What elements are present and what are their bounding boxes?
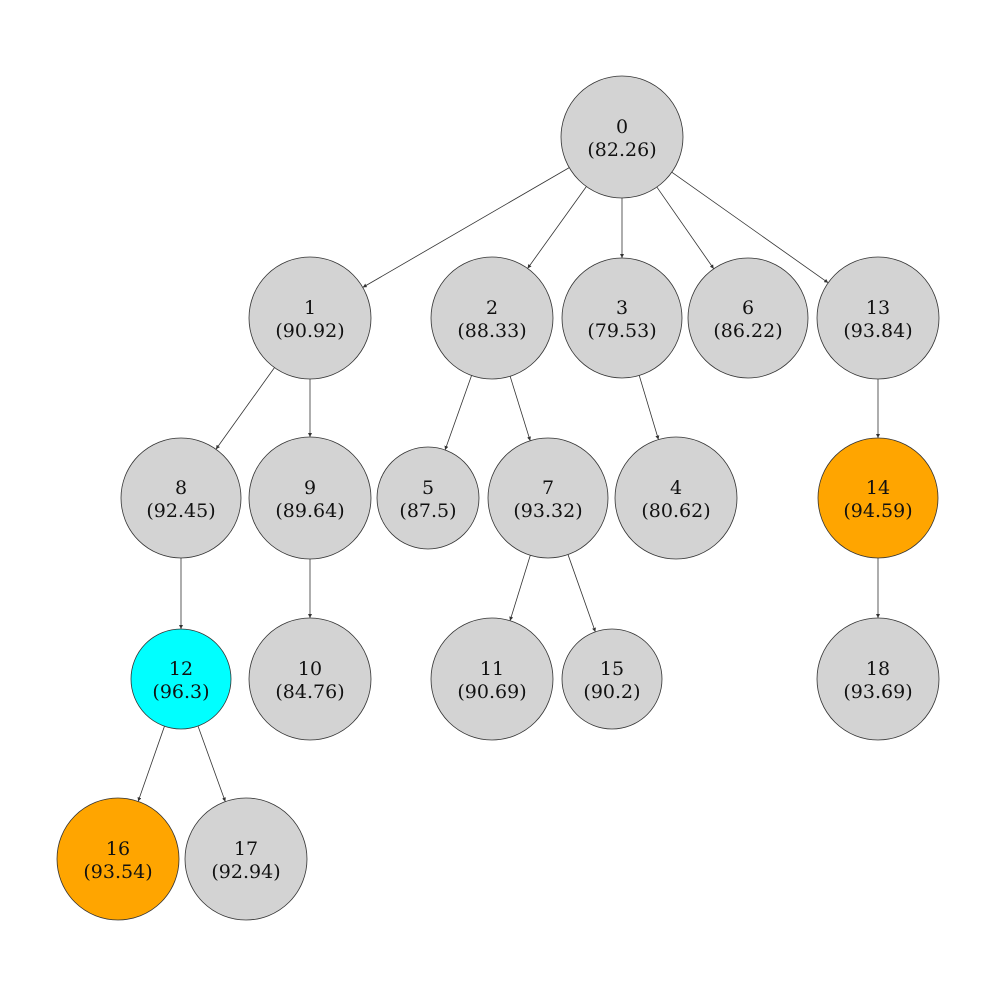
node-circle bbox=[816, 256, 940, 380]
node-4: 4(80.62) bbox=[614, 436, 738, 560]
node-label: 4 bbox=[670, 477, 682, 499]
node-label: 18 bbox=[866, 658, 890, 680]
node-12: 12(96.3) bbox=[130, 628, 232, 730]
node-label: 13 bbox=[866, 297, 890, 319]
edge-1-8 bbox=[215, 367, 275, 450]
node-value: (79.53) bbox=[587, 320, 656, 342]
node-label: 15 bbox=[600, 658, 624, 680]
node-circle bbox=[817, 437, 939, 559]
node-7: 7(93.32) bbox=[487, 437, 609, 559]
edge-7-11 bbox=[509, 555, 531, 621]
node-circle bbox=[561, 628, 663, 730]
node-0: 0(82.26) bbox=[560, 75, 684, 199]
node-value: (90.92) bbox=[275, 320, 344, 342]
node-value: (87.5) bbox=[399, 500, 456, 522]
node-circle bbox=[430, 617, 554, 741]
edge-2-5 bbox=[444, 375, 472, 451]
node-value: (96.3) bbox=[152, 681, 209, 703]
node-value: (84.76) bbox=[275, 681, 344, 703]
node-16: 16(93.54) bbox=[56, 797, 180, 921]
edge-2-7 bbox=[509, 376, 531, 441]
node-label: 16 bbox=[106, 838, 130, 860]
nodes-layer: 0(82.26)1(90.92)2(88.33)3(79.53)6(86.22)… bbox=[56, 75, 940, 921]
edge-12-16 bbox=[137, 726, 165, 802]
node-circle bbox=[130, 628, 232, 730]
node-circle bbox=[560, 75, 684, 199]
edge-0-13 bbox=[671, 171, 829, 284]
edge-0-1 bbox=[362, 167, 570, 288]
node-circle bbox=[56, 797, 180, 921]
node-3: 3(79.53) bbox=[561, 257, 683, 379]
node-circle bbox=[120, 437, 242, 559]
node-label: 0 bbox=[616, 116, 628, 138]
node-circle bbox=[487, 437, 609, 559]
node-label: 10 bbox=[298, 658, 322, 680]
node-8: 8(92.45) bbox=[120, 437, 242, 559]
node-circle bbox=[376, 446, 480, 550]
edge-7-15 bbox=[567, 554, 596, 632]
node-label: 11 bbox=[480, 658, 504, 680]
node-value: (86.22) bbox=[713, 320, 782, 342]
node-label: 12 bbox=[169, 658, 193, 680]
node-9: 9(89.64) bbox=[248, 436, 372, 560]
node-circle bbox=[184, 797, 308, 921]
node-circle bbox=[430, 256, 554, 380]
node-label: 14 bbox=[866, 477, 890, 499]
edge-12-17 bbox=[197, 725, 226, 802]
node-value: (93.32) bbox=[513, 500, 582, 522]
node-17: 17(92.94) bbox=[184, 797, 308, 921]
node-label: 5 bbox=[422, 477, 434, 499]
node-11: 11(90.69) bbox=[430, 617, 554, 741]
node-value: (92.94) bbox=[211, 861, 280, 883]
node-value: (80.62) bbox=[641, 500, 710, 522]
node-label: 6 bbox=[742, 297, 754, 319]
node-10: 10(84.76) bbox=[248, 617, 372, 741]
node-value: (90.2) bbox=[583, 681, 640, 703]
node-label: 3 bbox=[616, 297, 628, 319]
edges-layer bbox=[137, 167, 880, 802]
node-14: 14(94.59) bbox=[817, 437, 939, 559]
node-value: (94.59) bbox=[843, 500, 912, 522]
node-circle bbox=[561, 257, 683, 379]
node-value: (89.64) bbox=[275, 500, 344, 522]
node-label: 1 bbox=[304, 297, 316, 319]
node-circle bbox=[816, 617, 940, 741]
node-18: 18(93.69) bbox=[816, 617, 940, 741]
node-circle bbox=[248, 617, 372, 741]
node-5: 5(87.5) bbox=[376, 446, 480, 550]
node-circle bbox=[248, 436, 372, 560]
node-6: 6(86.22) bbox=[687, 257, 809, 379]
edge-0-2 bbox=[527, 186, 587, 269]
node-value: (88.33) bbox=[457, 320, 526, 342]
node-15: 15(90.2) bbox=[561, 628, 663, 730]
node-circle bbox=[248, 256, 372, 380]
node-value: (93.54) bbox=[83, 861, 152, 883]
node-label: 7 bbox=[542, 477, 554, 499]
edge-0-6 bbox=[656, 186, 715, 269]
node-1: 1(90.92) bbox=[248, 256, 372, 380]
node-label: 8 bbox=[175, 477, 187, 499]
node-label: 2 bbox=[486, 297, 498, 319]
node-value: (93.69) bbox=[843, 681, 912, 703]
node-circle bbox=[614, 436, 738, 560]
node-value: (82.26) bbox=[587, 139, 656, 161]
node-label: 9 bbox=[304, 477, 316, 499]
node-2: 2(88.33) bbox=[430, 256, 554, 380]
node-value: (92.45) bbox=[146, 500, 215, 522]
node-13: 13(93.84) bbox=[816, 256, 940, 380]
edge-3-4 bbox=[638, 375, 660, 440]
node-label: 17 bbox=[234, 838, 258, 860]
node-value: (93.84) bbox=[843, 320, 912, 342]
node-circle bbox=[687, 257, 809, 379]
node-value: (90.69) bbox=[457, 681, 526, 703]
